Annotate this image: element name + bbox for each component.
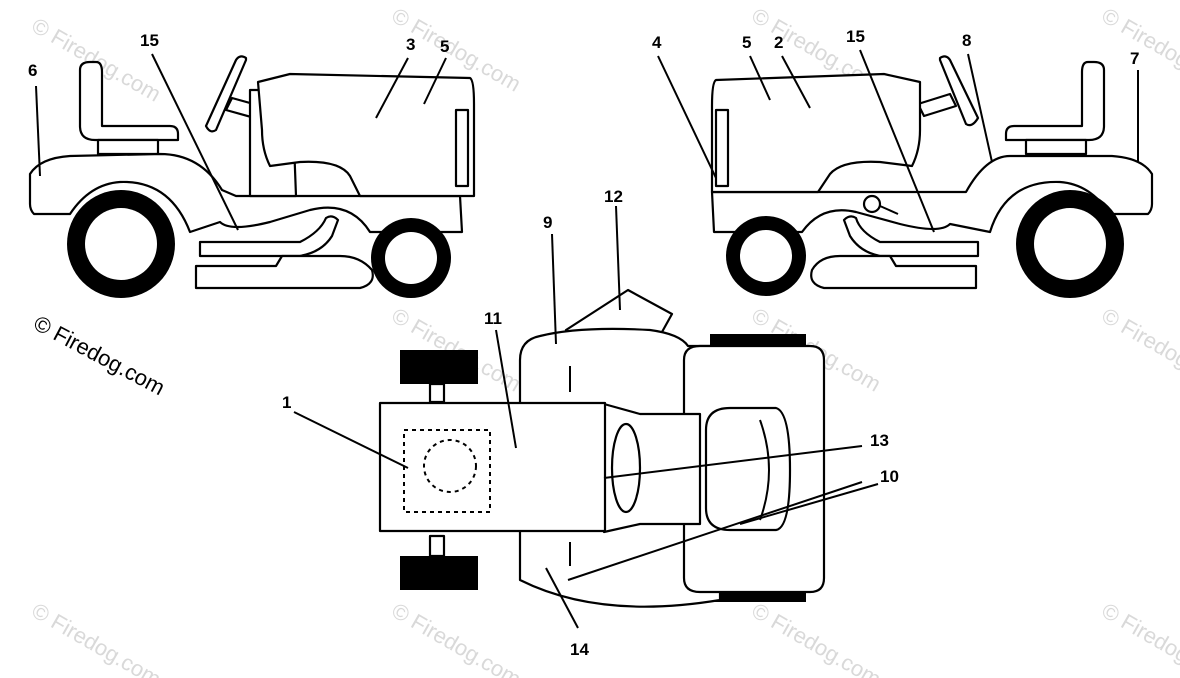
mower-deck	[194, 254, 374, 290]
mower-deck	[810, 254, 978, 290]
leader-lines	[35, 49, 1139, 629]
watermark-faint: © Firedog.com	[1098, 303, 1180, 397]
callout-2: 2	[774, 33, 783, 52]
footrest	[842, 215, 980, 258]
callout-3: 3	[406, 35, 415, 54]
leader-line	[603, 445, 863, 479]
leader-line	[781, 55, 811, 109]
callout-labels: 6 15 3 5 4 5 2 15 8 7 9 12 11 1 13 10 14	[28, 27, 1139, 659]
watermark-copyright: © Firedog.com	[30, 310, 169, 400]
callout-9: 9	[543, 213, 552, 232]
watermark-faint: © Firedog.com	[28, 598, 166, 678]
callout-13: 13	[870, 431, 889, 450]
leader-line	[151, 53, 239, 231]
seat-top	[704, 406, 792, 532]
leader-line	[495, 329, 517, 449]
callout-5-right: 5	[742, 33, 751, 52]
front-axle	[428, 534, 446, 558]
leader-line	[657, 55, 717, 179]
front-wheel-hub	[740, 230, 792, 282]
leader-line	[293, 411, 409, 469]
leader-line	[545, 567, 579, 629]
seat	[1004, 60, 1106, 142]
grille-slot	[454, 108, 470, 188]
callout-15-right: 15	[846, 27, 865, 46]
callout-1: 1	[282, 393, 291, 412]
steering-wheel	[204, 55, 248, 133]
leader-line	[859, 49, 935, 233]
steering-column	[916, 92, 958, 118]
watermark-faint: © Firedog.com	[748, 598, 886, 678]
seat-back-top	[759, 419, 770, 521]
air-filter-outline	[403, 429, 491, 513]
leader-line	[749, 55, 771, 101]
rear-wheel-hub	[1034, 208, 1106, 280]
seat-base	[1024, 138, 1088, 156]
leader-line	[423, 57, 447, 105]
leader-line	[35, 85, 41, 177]
seat	[78, 60, 180, 142]
callout-15-left: 15	[140, 31, 159, 50]
grille-slot	[714, 108, 730, 188]
steering-wheel	[938, 55, 980, 127]
leader-line	[567, 481, 863, 581]
callout-10: 10	[880, 467, 899, 486]
front-axle	[428, 382, 446, 404]
callout-7: 7	[1130, 49, 1139, 68]
callout-4: 4	[652, 33, 662, 52]
chassis	[28, 152, 464, 234]
callout-11: 11	[484, 309, 502, 328]
leader-line	[739, 483, 879, 525]
callout-6: 6	[28, 61, 37, 80]
front-right-tire	[400, 556, 478, 590]
tractor-right-side-view	[710, 55, 1154, 298]
rear-left-tire	[710, 334, 806, 348]
front-wheel-hub	[385, 232, 437, 284]
tractor-left-side-view	[28, 55, 476, 298]
leader-line	[375, 57, 409, 119]
callout-14: 14	[570, 640, 589, 659]
air-filter-circle	[423, 439, 477, 493]
hood	[710, 72, 922, 194]
hood-top	[378, 401, 607, 533]
leader-line	[551, 233, 557, 345]
seat-base	[96, 138, 160, 156]
callout-8: 8	[962, 31, 971, 50]
rear-wheel-hub	[85, 208, 157, 280]
leader-line	[615, 205, 621, 311]
steering-wheel-top	[610, 422, 642, 514]
leader-line	[967, 53, 993, 163]
shift-lever	[879, 205, 899, 215]
callout-12: 12	[604, 187, 623, 206]
watermark-faint: © Firedog.com	[388, 598, 526, 678]
shift-knob	[862, 194, 882, 214]
footrest	[198, 215, 340, 258]
hood	[256, 72, 476, 198]
callout-5-left: 5	[440, 37, 449, 56]
front-left-tire	[400, 350, 478, 384]
watermark-faint: © Firedog.com	[1098, 598, 1180, 678]
